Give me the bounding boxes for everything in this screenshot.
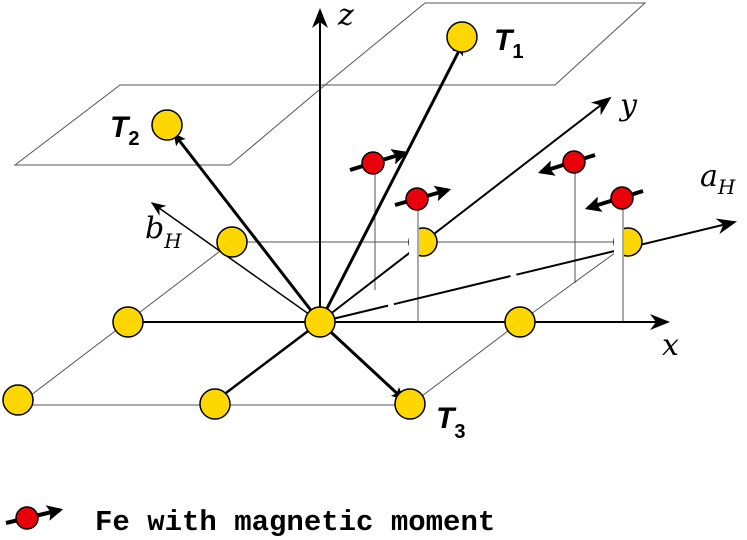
bH-label: bH (145, 211, 182, 253)
lattice-atoms (2, 21, 643, 420)
diag-down-left (209, 321, 321, 406)
x-axis-label: x (662, 328, 679, 363)
fe-atom (349, 149, 409, 175)
y-axis-label: y (618, 88, 638, 123)
atom-t1 (446, 21, 478, 53)
legend: Fe with magnetic moment (5, 505, 495, 539)
t1-label: T1 (494, 24, 523, 63)
atom-t3 (394, 388, 426, 420)
t3-label: T3 (436, 402, 465, 443)
atom-t2 (151, 109, 183, 141)
legend-fe-atom (15, 506, 39, 530)
fe-atom (584, 186, 644, 212)
y-axis (319, 96, 612, 323)
top-plane-right (323, 2, 647, 86)
t2-label: T2 (110, 111, 139, 150)
atom (199, 388, 231, 420)
fe-atom (394, 185, 452, 211)
vector-t1 (318, 42, 464, 323)
fe-sticks (374, 165, 624, 322)
fe-atoms (349, 149, 644, 212)
vector-t2 (173, 133, 322, 323)
legend-text: Fe with magnetic moment (95, 506, 495, 539)
z-axis-label: z (337, 0, 354, 33)
aH-label: aH (700, 159, 736, 199)
atom (112, 306, 144, 338)
aH-axis (319, 218, 737, 323)
atom (216, 226, 248, 258)
atom-origin (304, 306, 336, 338)
bH-axis (150, 202, 321, 323)
fe-atom (537, 150, 596, 176)
atom (504, 306, 536, 338)
vector-t3 (318, 320, 404, 400)
atom (2, 384, 34, 416)
